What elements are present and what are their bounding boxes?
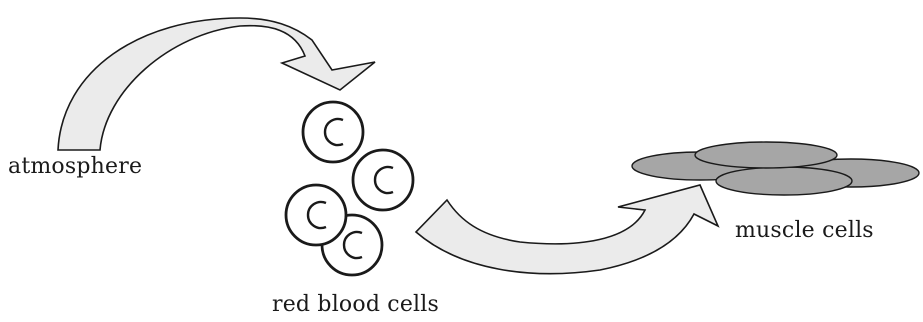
arrow-blood-to-muscle bbox=[416, 185, 718, 274]
red-blood-cells-group bbox=[286, 102, 413, 275]
red-blood-cell bbox=[353, 150, 413, 210]
label-atmosphere: atmosphere bbox=[8, 154, 142, 179]
red-blood-cell bbox=[286, 185, 346, 245]
label-muscle-cells: muscle cells bbox=[735, 218, 874, 243]
red-blood-cell bbox=[303, 102, 363, 162]
label-red-blood-cells: red blood cells bbox=[272, 292, 439, 317]
muscle-cell bbox=[716, 167, 852, 195]
muscle-cells-group bbox=[632, 142, 919, 195]
muscle-cell bbox=[695, 142, 837, 168]
